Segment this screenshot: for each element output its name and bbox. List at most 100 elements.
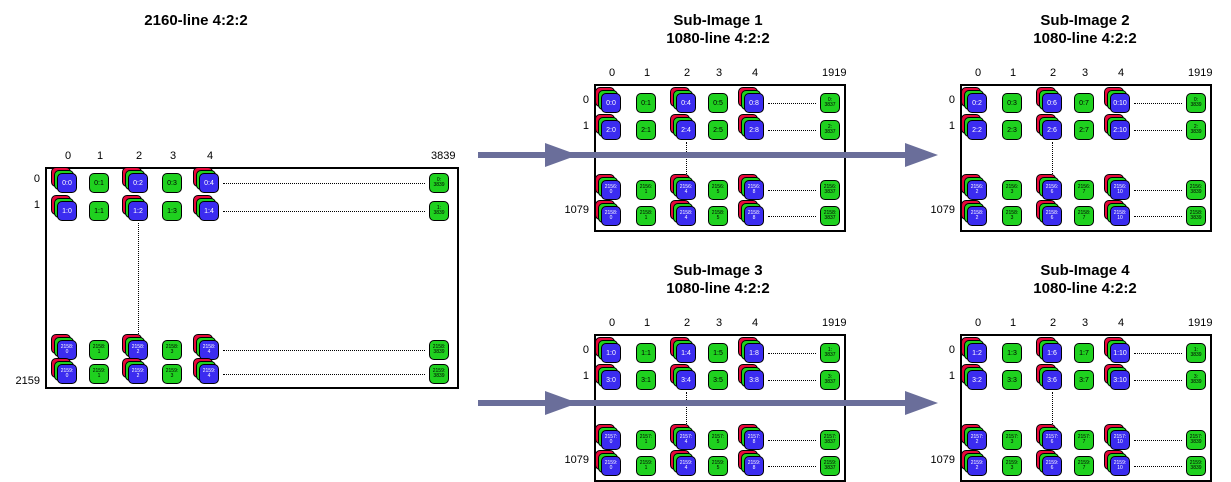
sub-image-2-grid-col-label-0: 0 [975,67,982,79]
sub-image-1-grid-r3-c4-blue: 2158: 8 [744,206,764,226]
sub-image-2-grid-r0-c5-green: 0: 3839 [1186,93,1206,113]
sub-image-3-grid-row-label-2: 1079 [564,454,589,466]
sub-image-4-grid-row-dots-2 [1134,440,1182,441]
sub-image-1-grid-r0-c3-green: 0:5 [708,93,728,113]
sub-image-3-grid-col-label-0: 0 [609,317,616,329]
sub-image-2-grid-col-label-4: 4 [1118,67,1125,79]
sub-image-4-grid-r2-c3-green: 2157: 7 [1074,430,1094,450]
title-sub-image-3-line-1: Sub-Image 3 [673,262,763,279]
sub-image-2-grid-r2-c0-blue: 2156: 2 [967,180,987,200]
sub-image-1-grid-row-dots-1 [768,130,816,131]
sub-image-4-grid-r1-c2-blue: 3:6 [1042,370,1062,390]
sub-image-4-grid-col-label-5: 1919 [1188,317,1213,329]
sub-image-2-grid-col-label-2: 2 [1050,67,1057,79]
main-grid-r0-c4-blue: 0:4 [199,173,219,193]
sub-image-2-grid-r2-c1-green: 2156: 3 [1002,180,1022,200]
title-sub-image-4-line-1: Sub-Image 4 [1040,262,1130,279]
main-grid-col-label-1: 1 [97,150,104,162]
sub-image-2-grid-row-dots-2 [1134,190,1182,191]
main-grid-r3-c1-green: 2159: 1 [89,364,109,384]
sub-image-3-grid-r0-c4-blue: 1:8 [744,343,764,363]
sub-image-3-grid-row-dots-3 [768,466,816,467]
sub-image-4-grid-col-label-2: 2 [1050,317,1057,329]
sub-image-2-grid-r1-c5-green: 2: 3839 [1186,120,1206,140]
sub-image-4-grid-col-label-0: 0 [975,317,982,329]
sub-image-3-grid-r1-c1-green: 3:1 [636,370,656,390]
sub-image-1-grid-row-dots-2 [768,190,816,191]
main-grid-r3-c3-green: 2159: 3 [162,364,182,384]
sub-image-1-grid-r1-c5-green: 2: 3837 [820,120,840,140]
sub-image-4-grid-r2-c0-blue: 2157: 2 [967,430,987,450]
sub-image-3-grid-col-label-1: 1 [644,317,651,329]
main-grid-row-dots-0 [223,183,425,184]
sub-image-2-grid-r3-c1-green: 2158: 3 [1002,206,1022,226]
sub-image-4-grid-col-label-1: 1 [1010,317,1017,329]
sub-image-2-grid-col-label-1: 1 [1010,67,1017,79]
sub-image-2-grid-row-dots-3 [1134,216,1182,217]
sub-image-3-grid-row-label-0: 0 [582,344,589,356]
sub-image-1-grid-r3-c0-blue: 2158: 0 [601,206,621,226]
sub-image-4-grid-r0-c5-green: 1: 3839 [1186,343,1206,363]
sub-image-2-grid-row-label-2: 1079 [930,204,955,216]
sub-image-3-grid-col-label-5: 1919 [822,317,847,329]
sub-image-1-grid-r0-c0-blue: 0:0 [601,93,621,113]
sub-image-2-grid-r1-c2-blue: 2:6 [1042,120,1062,140]
main-grid-row-dots-1 [223,211,425,212]
sub-image-2-grid-row-label-0: 0 [948,94,955,106]
main-grid-r1-c3-green: 1:3 [162,201,182,221]
title-sub-image-1-line-1: Sub-Image 1 [673,12,763,29]
main-grid-frame [45,167,459,389]
main-grid-r2-c3-green: 2158: 3 [162,340,182,360]
sub-image-4-grid-r0-c4-blue: 1:10 [1110,343,1130,363]
sub-image-2-grid-col-label-5: 1919 [1188,67,1213,79]
sub-image-4-grid-col-label-4: 4 [1118,317,1125,329]
title-main-line-1: 2160-line 4:2:2 [144,12,248,29]
sub-image-3-grid-r2-c3-green: 2157: 5 [708,430,728,450]
sub-image-4-grid-r1-c5-green: 3: 3839 [1186,370,1206,390]
sub-image-2-grid-row-dots-1 [1134,130,1182,131]
sub-image-1-grid-col-label-2: 2 [684,67,691,79]
sub-image-2-grid-r0-c0-blue: 0:2 [967,93,987,113]
sub-image-4-grid-row-label-2: 1079 [930,454,955,466]
sub-image-3-grid-col-label-2: 2 [684,317,691,329]
sub-image-4-grid-row-dots-1 [1134,380,1182,381]
sub-image-1-grid-col-label-1: 1 [644,67,651,79]
sub-image-1-grid-r2-c0-blue: 2156: 0 [601,180,621,200]
sub-image-1-grid-row-label-1: 1 [582,120,589,132]
main-grid-row-dots-2 [223,350,425,351]
sub-image-3-grid-row-dots-2 [768,440,816,441]
sub-image-1-grid-r3-c3-green: 2158: 5 [708,206,728,226]
sub-image-4-grid-r2-c1-green: 2157: 3 [1002,430,1022,450]
sub-image-2-grid-r3-c5-green: 2158: 3839 [1186,206,1206,226]
sub-image-3-grid-col-label-4: 4 [752,317,759,329]
title-sub-image-1-line-2: 1080-line 4:2:2 [666,30,770,47]
title-sub-image-2-line-1: Sub-Image 2 [1040,12,1130,29]
main-grid-col-label-2: 2 [136,150,143,162]
sub-image-4-grid-col-label-3: 3 [1082,317,1089,329]
sub-image-2-grid-r1-c4-blue: 2:10 [1110,120,1130,140]
sub-image-4-grid-r0-c3-green: 1:7 [1074,343,1094,363]
sub-image-1-grid-col-label-3: 3 [716,67,723,79]
main-grid-r2-c5-green: 2158: 3839 [429,340,449,360]
sub-image-2-grid-row-label-1: 1 [948,120,955,132]
title-sub-image-4-line-2: 1080-line 4:2:2 [1033,280,1137,297]
sub-image-4-grid-r2-c4-blue: 2157: 10 [1110,430,1130,450]
sub-image-1-grid-row-label-0: 0 [582,94,589,106]
sub-image-1-grid-r1-c4-blue: 2:8 [744,120,764,140]
sub-image-2-grid-r1-c0-blue: 2:2 [967,120,987,140]
sub-image-2-grid-r2-c3-green: 2156: 7 [1074,180,1094,200]
sub-image-3-grid-r1-c2-blue: 3:4 [676,370,696,390]
sub-image-3-grid-r0-c1-green: 1:1 [636,343,656,363]
main-grid-col-dots [138,223,139,334]
sub-image-4-grid-col-dots [1052,392,1053,424]
sub-image-3-grid-r1-c4-blue: 3:8 [744,370,764,390]
sub-image-2-grid-r0-c2-blue: 0:6 [1042,93,1062,113]
sub-image-1-grid-r0-c1-green: 0:1 [636,93,656,113]
sub-image-4-grid-r1-c0-blue: 3:2 [967,370,987,390]
title-sub-image-3-line-2: 1080-line 4:2:2 [666,280,770,297]
sub-image-4-grid-r1-c1-green: 3:3 [1002,370,1022,390]
sub-image-1-grid-r1-c0-blue: 2:0 [601,120,621,140]
